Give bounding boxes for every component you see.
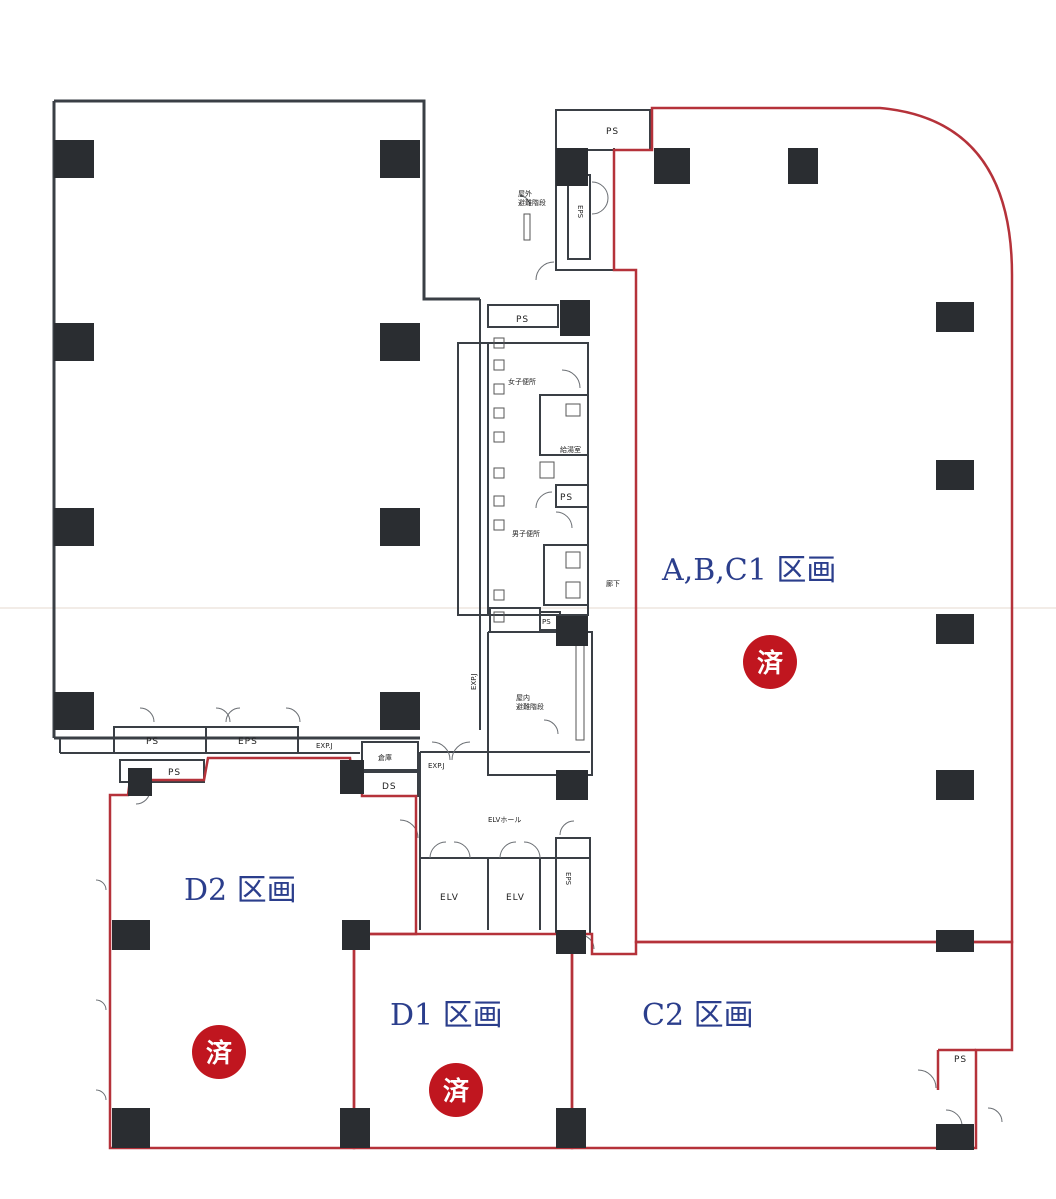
zone-label-abc1: A,B,C1 区画 — [661, 553, 836, 588]
room-ps-top: PS — [606, 127, 619, 137]
zone-label-d2: D2 区画 — [184, 873, 297, 908]
zone-label-c2: C2 区画 — [642, 998, 754, 1033]
left-block-walls — [52, 99, 480, 740]
stamp-char: 済 — [206, 1038, 233, 1069]
room-elv-1: ELV — [440, 893, 459, 903]
stamp-char: 済 — [757, 648, 784, 679]
room-exp-j-2: EXP.J — [428, 762, 445, 770]
room-ps-c2: PS — [954, 1055, 967, 1065]
room-ps-small: PS — [542, 618, 551, 626]
room-elv-2: ELV — [506, 893, 525, 903]
room-outdoor-stair: 屋外避難階段 — [518, 189, 546, 207]
room-labels: PS EPS 屋外避難階段 PS 女子便所 給湯室 PS 男子便所 PS 屋内避… — [146, 127, 967, 1065]
zone-label-d1: D1 区画 — [390, 998, 503, 1033]
door-swings — [95, 181, 1003, 1127]
room-indoor-stair: 屋内避難階段 — [516, 693, 544, 711]
room-eps-bottom: EPS — [564, 872, 572, 886]
room-exp-j: EXP.J — [316, 742, 333, 750]
sanitary-fixtures — [493, 213, 585, 741]
room-mens-wc: 男子便所 — [512, 529, 540, 538]
room-elv-hall: ELVホール — [488, 816, 521, 824]
stamp-d1: 済 — [429, 1063, 483, 1117]
columns — [54, 140, 974, 1150]
stamp-char: 済 — [443, 1076, 470, 1107]
room-storage: 倉庫 — [378, 753, 392, 762]
room-eps-top: EPS — [576, 205, 584, 219]
core-walls — [59, 109, 651, 935]
room-exp-j-3: EXP.J — [470, 673, 478, 690]
room-ps-left: PS — [146, 737, 159, 747]
room-ps-mid: PS — [560, 493, 573, 503]
room-corridor: 廊下 — [606, 579, 620, 588]
room-womens-wc: 女子便所 — [508, 377, 536, 386]
room-ds: DS — [382, 782, 397, 792]
room-eps-left: EPS — [238, 737, 258, 747]
room-ps-lower: PS — [168, 768, 181, 778]
stamp-d2: 済 — [192, 1025, 246, 1079]
room-janitor: 給湯室 — [560, 445, 581, 454]
stamp-abc1: 済 — [743, 635, 797, 689]
room-ps-core: PS — [516, 315, 529, 325]
